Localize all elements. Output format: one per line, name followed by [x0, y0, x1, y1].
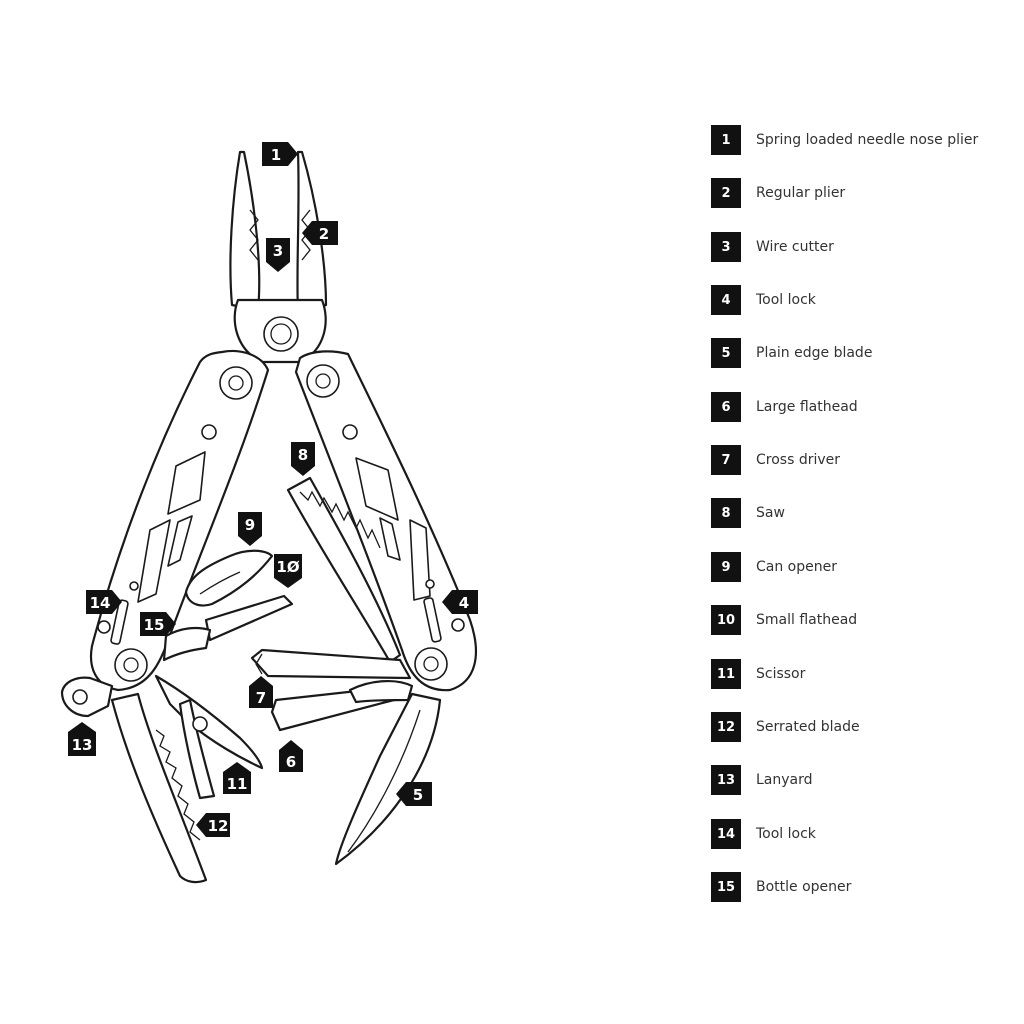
callout-2: 2: [302, 221, 338, 245]
legend-number: 15: [711, 872, 741, 902]
legend-number: 1: [711, 125, 741, 155]
legend-label: Small flathead: [756, 612, 858, 628]
large-flathead: [270, 679, 414, 732]
callout-10-text: 1Ø: [276, 558, 299, 576]
callout-4-text: 4: [459, 594, 469, 612]
legend-label: Can opener: [756, 559, 837, 575]
legend-item-1: 1 Spring loaded needle nose plier: [711, 125, 978, 155]
legend-number: 11: [711, 659, 741, 689]
legend-item-3: 3 Wire cutter: [711, 232, 834, 262]
legend-item-10: 10 Small flathead: [711, 605, 857, 635]
callout-12: 12: [196, 813, 230, 837]
legend-item-13: 13 Lanyard: [711, 765, 813, 795]
callout-7: 7: [249, 676, 273, 708]
callout-6-text: 6: [286, 753, 296, 771]
scissor: [154, 674, 264, 800]
legend-label: Saw: [756, 505, 785, 521]
saw-blade: [286, 476, 402, 664]
callout-3-text: 3: [273, 242, 283, 260]
callout-11-text: 11: [227, 775, 248, 793]
legend-label: Wire cutter: [756, 239, 834, 255]
callout-5-text: 5: [413, 786, 423, 804]
callout-4: 4: [442, 590, 478, 614]
callout-10: 1Ø: [274, 554, 302, 588]
legend-number: 2: [711, 178, 741, 208]
callout-8-text: 8: [298, 446, 308, 464]
legend-item-7: 7 Cross driver: [711, 445, 840, 475]
legend-label: Tool lock: [756, 292, 816, 308]
legend-number: 7: [711, 445, 741, 475]
legend-number: 13: [711, 765, 741, 795]
callout-13-text: 13: [72, 736, 93, 754]
plain-edge-blade: [334, 692, 442, 866]
left-handle: [90, 349, 270, 692]
legend-label: Cross driver: [756, 452, 841, 468]
legend-label: Spring loaded needle nose plier: [756, 132, 979, 148]
legend-number: 14: [711, 819, 741, 849]
cross-driver: [250, 648, 412, 680]
callout-15-text: 15: [144, 616, 165, 634]
legend-item-15: 15 Bottle opener: [711, 872, 851, 902]
can-opener: [184, 549, 274, 607]
legend-item-2: 2 Regular plier: [711, 178, 845, 208]
legend-number: 9: [711, 552, 741, 582]
legend-number: 8: [711, 498, 741, 528]
legend-item-14: 14 Tool lock: [711, 819, 816, 849]
serrated-blade: [110, 692, 208, 884]
legend-label: Plain edge blade: [756, 345, 873, 361]
callout-5: 5: [396, 782, 432, 806]
legend-number: 6: [711, 392, 741, 422]
callout-8: 8: [291, 442, 315, 476]
legend-item-9: 9 Can opener: [711, 552, 837, 582]
callout-2-text: 2: [319, 225, 329, 243]
callout-14-text: 14: [90, 594, 111, 612]
small-flathead: [204, 594, 294, 642]
callout-6: 6: [279, 740, 303, 772]
bottle-opener-tool: [162, 626, 212, 662]
right-handle: [294, 350, 477, 692]
legend-item-6: 6 Large flathead: [711, 392, 858, 422]
legend-label: Tool lock: [756, 826, 816, 842]
callout-1-text: 1: [271, 146, 281, 164]
legend-number: 12: [711, 712, 741, 742]
legend-number: 10: [711, 605, 741, 635]
legend-number: 4: [711, 285, 741, 315]
legend-label: Regular plier: [756, 185, 846, 201]
legend-label: Lanyard: [756, 772, 813, 788]
callout-12-text: 12: [208, 817, 229, 835]
callout-9-text: 9: [245, 516, 255, 534]
multitool-illustration: 1 2 3 4 5 6 7 8 9 1Ø 11 12: [60, 142, 478, 884]
legend-number: 5: [711, 338, 741, 368]
legend-label: Large flathead: [756, 399, 858, 415]
callout-1: 1: [262, 142, 298, 166]
legend-item-11: 11 Scissor: [711, 659, 805, 689]
callout-13: 13: [68, 722, 96, 756]
callout-9: 9: [238, 512, 262, 546]
legend-item-8: 8 Saw: [711, 498, 785, 528]
legend-label: Bottle opener: [756, 879, 852, 895]
callout-7-text: 7: [256, 689, 266, 707]
legend-number: 3: [711, 232, 741, 262]
lanyard-ring: [60, 676, 114, 718]
callout-14: 14: [86, 590, 122, 614]
callout-15: 15: [140, 612, 176, 636]
legend-label: Serrated blade: [756, 719, 860, 735]
legend-item-4: 4 Tool lock: [711, 285, 816, 315]
callout-3: 3: [266, 238, 290, 272]
callout-11: 11: [223, 762, 251, 794]
legend-label: Scissor: [756, 666, 806, 682]
legend-item-12: 12 Serrated blade: [711, 712, 860, 742]
legend-item-5: 5 Plain edge blade: [711, 338, 872, 368]
